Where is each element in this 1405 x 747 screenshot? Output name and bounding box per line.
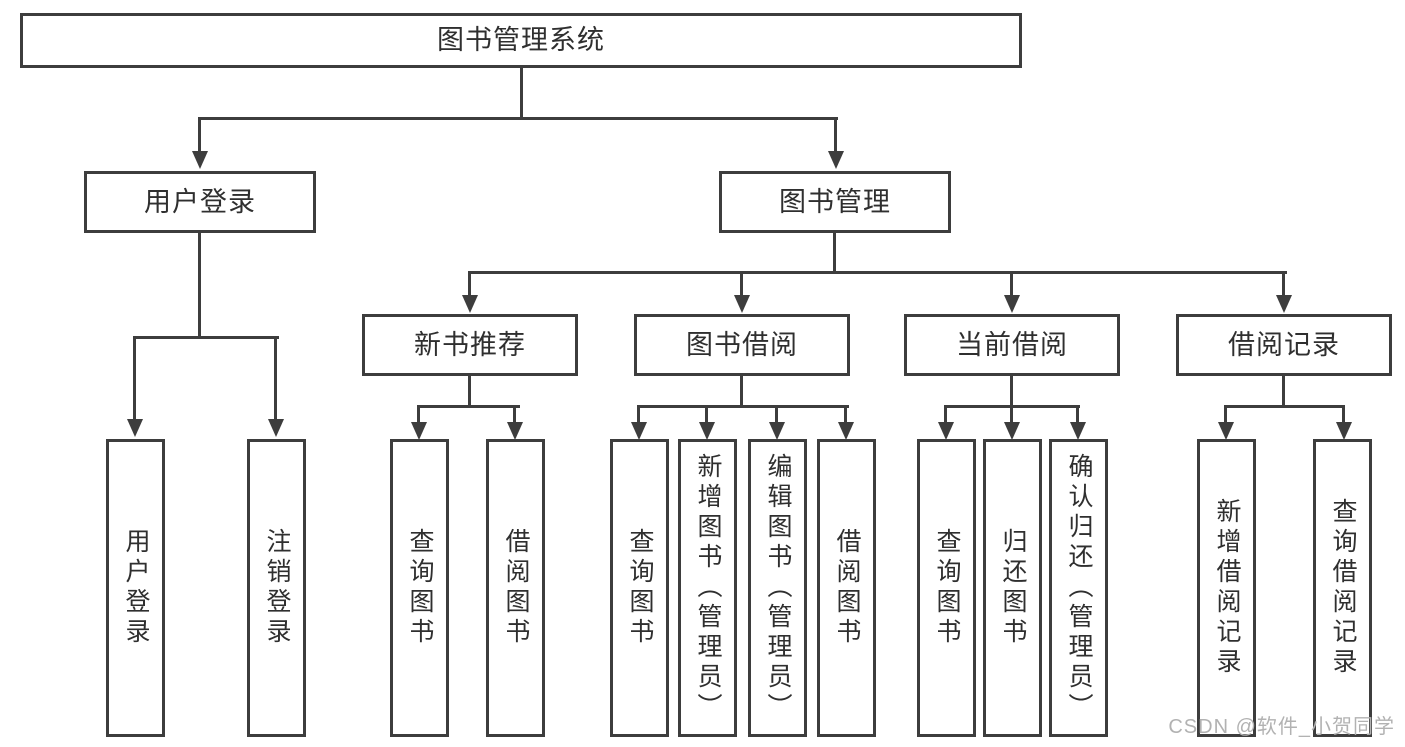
connector-level3-rail	[468, 271, 1287, 274]
connector-shaft	[1076, 405, 1079, 426]
arrowhead-down-icon	[192, 151, 208, 169]
arrowhead-down-icon	[938, 422, 954, 440]
arrowhead-down-icon	[1218, 422, 1234, 440]
node-borrowing-records: 借阅记录	[1176, 314, 1392, 376]
leaf-logout: 注销登录	[247, 439, 306, 737]
connector-shaft	[468, 271, 471, 299]
connector-shaft	[1342, 405, 1345, 426]
leaf-query-books-borrowing: 查询图书	[610, 439, 669, 737]
connector-rail	[417, 405, 520, 408]
connector-shaft	[1010, 271, 1013, 299]
connector-shaft	[844, 405, 847, 426]
arrowhead-down-icon	[411, 422, 427, 440]
arrowhead-down-icon	[1004, 295, 1020, 313]
node-library-management-system: 图书管理系统	[20, 13, 1022, 68]
leaf-query-books-recommend: 查询图书	[390, 439, 449, 737]
connector-shaft	[775, 405, 778, 426]
arrowhead-down-icon	[1276, 295, 1292, 313]
connector-shaft	[705, 405, 708, 426]
leaf-user-login: 用户登录	[106, 439, 165, 737]
connector-shaft	[740, 271, 743, 299]
leaf-return-books: 归还图书	[983, 439, 1042, 737]
node-book-management: 图书管理	[719, 171, 951, 233]
arrowhead-down-icon	[769, 422, 785, 440]
arrowhead-down-icon	[127, 419, 143, 437]
connector-shaft	[417, 405, 420, 426]
node-user-login: 用户登录	[84, 171, 316, 233]
leaf-edit-books-admin: 编辑图书（管理员）	[748, 439, 807, 737]
connector-shaft	[274, 336, 277, 423]
connector-book-mgmt-drop	[833, 231, 836, 273]
arrowhead-down-icon	[462, 295, 478, 313]
connector-rail	[1224, 405, 1345, 408]
arrowhead-down-icon	[631, 422, 647, 440]
connector-shaft	[944, 405, 947, 426]
connector-shaft	[133, 336, 136, 423]
csdn-watermark: CSDN @软件_小贺同学	[1168, 716, 1395, 738]
connector-shaft	[637, 405, 640, 426]
leaf-add-books-admin: 新增图书（管理员）	[678, 439, 737, 737]
connector-user-login-drop	[198, 231, 201, 338]
leaf-borrow-books: 借阅图书	[817, 439, 876, 737]
connector-shaft	[1010, 405, 1013, 426]
leaf-confirm-return-admin: 确认归还（管理员）	[1049, 439, 1108, 737]
node-current-borrowing: 当前借阅	[904, 314, 1120, 376]
connector-root-drop	[520, 66, 523, 119]
arrowhead-down-icon	[507, 422, 523, 440]
connector-drop	[1282, 374, 1285, 407]
node-book-borrowing: 图书借阅	[634, 314, 850, 376]
connector-shaft	[1224, 405, 1227, 426]
arrowhead-down-icon	[1004, 422, 1020, 440]
connector-level2-rail	[198, 117, 838, 120]
arrowhead-down-icon	[828, 151, 844, 169]
arrowhead-down-icon	[268, 419, 284, 437]
leaf-query-borrow-record: 查询借阅记录	[1313, 439, 1372, 737]
leaf-borrow-books-recommend: 借阅图书	[486, 439, 545, 737]
connector-drop	[740, 374, 743, 407]
arrowhead-down-icon	[734, 295, 750, 313]
connector-shaft	[1282, 271, 1285, 299]
arrowhead-down-icon	[1336, 422, 1352, 440]
node-new-book-recommendation: 新书推荐	[362, 314, 578, 376]
connector-shaft	[513, 405, 516, 426]
arrowhead-down-icon	[699, 422, 715, 440]
arrowhead-down-icon	[838, 422, 854, 440]
leaf-add-borrow-record: 新增借阅记录	[1197, 439, 1256, 737]
connector-user-login-rail	[133, 336, 279, 339]
leaf-query-books-current: 查询图书	[917, 439, 976, 737]
arrowhead-down-icon	[1070, 422, 1086, 440]
connector-shaft	[198, 117, 201, 155]
connector-drop	[1010, 374, 1013, 407]
connector-shaft	[834, 117, 837, 155]
connector-rail	[637, 405, 849, 408]
connector-drop	[468, 374, 471, 407]
